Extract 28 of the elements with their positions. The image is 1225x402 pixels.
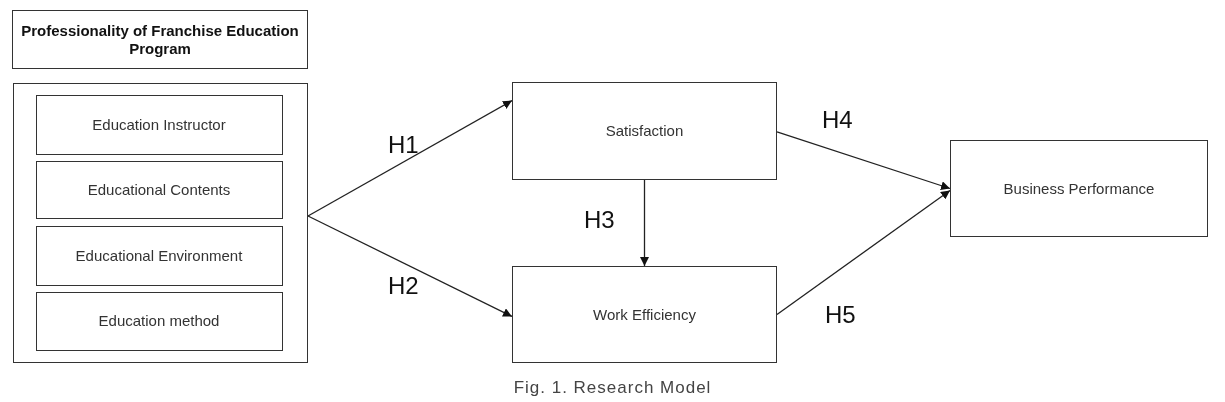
node-label: Educational Environment	[75, 246, 243, 265]
node-label: Education Instructor	[92, 115, 226, 134]
arrow	[776, 189, 951, 316]
edge-label: H5	[825, 303, 856, 327]
arrow	[640, 179, 649, 267]
caption: Fig. 1. Research Model	[512, 378, 713, 398]
edge-label: H1	[388, 133, 419, 157]
process-box	[512, 266, 777, 363]
edge-label: H2	[388, 274, 419, 298]
process-box	[950, 140, 1208, 237]
node-label: Professionality of Franchise Education Program	[20, 22, 300, 57]
node-label: Education method	[98, 312, 220, 330]
edge-label: H4	[822, 108, 853, 132]
arrow	[307, 215, 513, 318]
process-box	[35, 94, 283, 155]
node-label: Satisfaction	[605, 122, 684, 140]
node-label: Educational Contents	[87, 180, 231, 199]
edge-label: H3	[584, 208, 615, 232]
process-box	[35, 225, 283, 286]
group-box	[13, 83, 308, 363]
arrow	[307, 99, 513, 217]
process-box	[512, 82, 777, 180]
heading-box	[12, 10, 308, 69]
node-label: Business Performance	[1003, 179, 1155, 198]
process-box	[35, 160, 283, 219]
arrow	[776, 131, 951, 190]
process-box	[35, 291, 283, 351]
node-label: Work Efficiency	[593, 305, 696, 324]
